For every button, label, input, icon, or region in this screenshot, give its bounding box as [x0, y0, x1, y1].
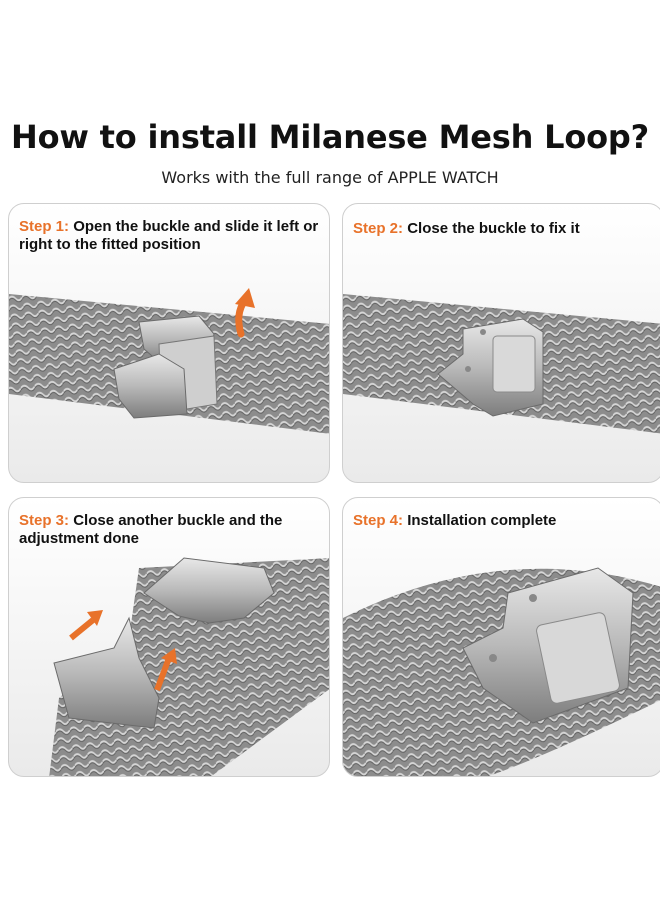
- page-title: How to install Milanese Mesh Loop?: [11, 118, 649, 156]
- page-subtitle: Works with the full range of APPLE WATCH: [161, 168, 499, 187]
- step-1-illustration: [9, 288, 329, 434]
- step-2-label: Step 2:: [353, 220, 404, 237]
- step-4-text: Installation complete: [407, 512, 557, 529]
- step-1-label: Step 1:: [19, 218, 70, 235]
- step-2-caption: Step 2: Close the buckle to fix it: [353, 220, 653, 238]
- step-3-text: Close another buckle and the adjustment …: [19, 512, 283, 547]
- step-4-caption: Step 4: Installation complete: [353, 512, 653, 530]
- step-1-card: Step 1: Open the buckle and slide it lef…: [8, 203, 330, 483]
- buckle-bottom: [53, 616, 160, 729]
- step-2-card: Step 2: Close the buckle to fix it: [342, 203, 660, 483]
- step-4-illustration: [343, 567, 660, 776]
- buckle-closed: [437, 318, 544, 417]
- step-4-card: Step 4: Installation complete: [342, 497, 660, 777]
- buckle-top: [143, 557, 275, 624]
- buckle-installed: [462, 567, 634, 724]
- step-3-illustration: [49, 557, 329, 776]
- arrow-up-icon: [154, 648, 177, 692]
- step-3-label: Step 3:: [19, 512, 70, 529]
- step-1-caption: Step 1: Open the buckle and slide it lef…: [19, 218, 319, 254]
- step-2-illustration: [343, 294, 660, 434]
- step-3-card: Step 3: Close another buckle and the adj…: [8, 497, 330, 777]
- step-2-text: Close the buckle to fix it: [407, 220, 580, 237]
- step-4-label: Step 4:: [353, 512, 404, 529]
- curved-arrow-icon: [235, 288, 255, 338]
- buckle-open: [113, 315, 218, 419]
- step-1-text: Open the buckle and slide it left or rig…: [19, 218, 319, 253]
- arrow-up-right-icon: [69, 610, 103, 641]
- step-3-caption: Step 3: Close another buckle and the adj…: [19, 512, 319, 548]
